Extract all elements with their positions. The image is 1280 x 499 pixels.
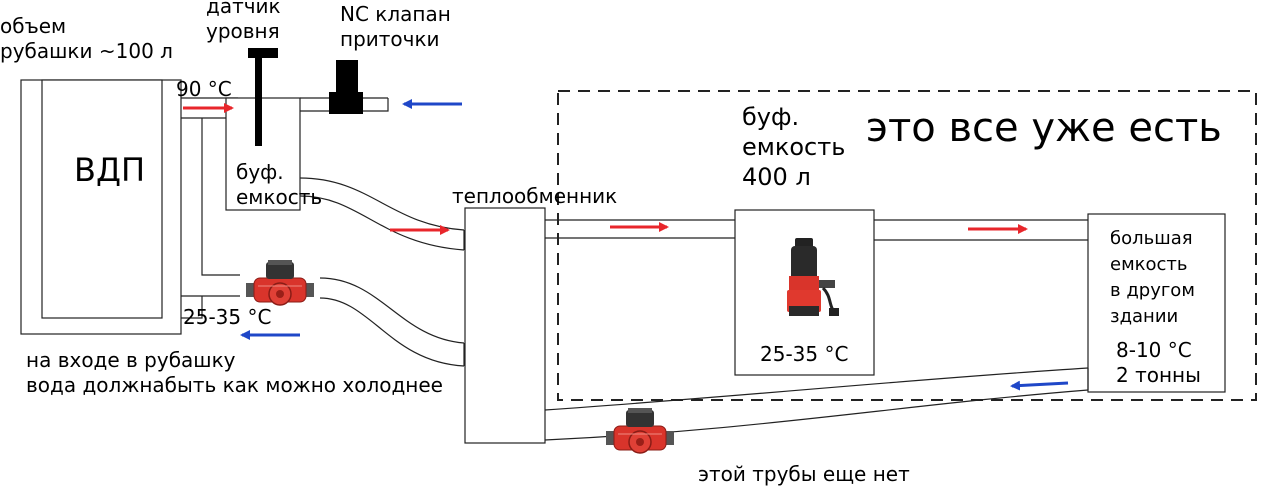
buffer-400-label: буф. емкость 400 л xyxy=(742,103,846,191)
level-sensor-icon xyxy=(248,48,278,146)
big-tank-label: большая емкость в другом здании xyxy=(1110,228,1195,327)
buffer-400-tank xyxy=(734,209,875,376)
big-tank xyxy=(1087,213,1226,393)
jacket-volume-label: объем рубашки ~100 л xyxy=(0,14,173,63)
solenoid-valve-icon xyxy=(329,60,363,114)
heat-exchanger-label: теплообменник xyxy=(452,184,618,208)
submersible-pump-icon xyxy=(787,238,839,316)
big-tank-params-label: 8-10 °C 2 тонны xyxy=(1116,338,1201,387)
circulation-pump-icon xyxy=(245,259,315,306)
level-sensor-label: датчик уровня xyxy=(206,0,281,43)
cold-pipe-from-hx xyxy=(319,277,465,367)
already-exists-label: это все уже есть xyxy=(866,105,1222,151)
pipe-not-yet-label: этой трубы еще нет xyxy=(698,462,910,486)
inlet-note-label: на входе в рубашку вода должнабыть как м… xyxy=(26,348,443,397)
vdp-vessel xyxy=(41,79,163,319)
arrow-return xyxy=(1010,380,1069,391)
small-buffer-label: буф. емкость xyxy=(236,160,323,209)
small-buffer-tank xyxy=(225,97,301,211)
pipe-hx-to-buffer xyxy=(545,219,735,239)
temp-90-label: 90 °C xyxy=(176,77,232,101)
circulation-pump-icon xyxy=(605,407,675,454)
vdp-label: ВДП xyxy=(74,151,146,189)
existing-equipment-boundary xyxy=(557,90,1257,401)
pipe-buffer-to-big-tank xyxy=(874,219,1088,241)
hot-pipe-to-hx xyxy=(299,177,465,251)
temp-25-35-buffer-label: 25-35 °C xyxy=(760,342,849,366)
temp-25-35-left-label: 25-35 °C xyxy=(183,305,272,329)
heat-exchanger xyxy=(464,207,546,444)
jacket-pipe-left-loop xyxy=(181,118,240,319)
nc-valve-label: NC клапан приточки xyxy=(340,2,451,51)
